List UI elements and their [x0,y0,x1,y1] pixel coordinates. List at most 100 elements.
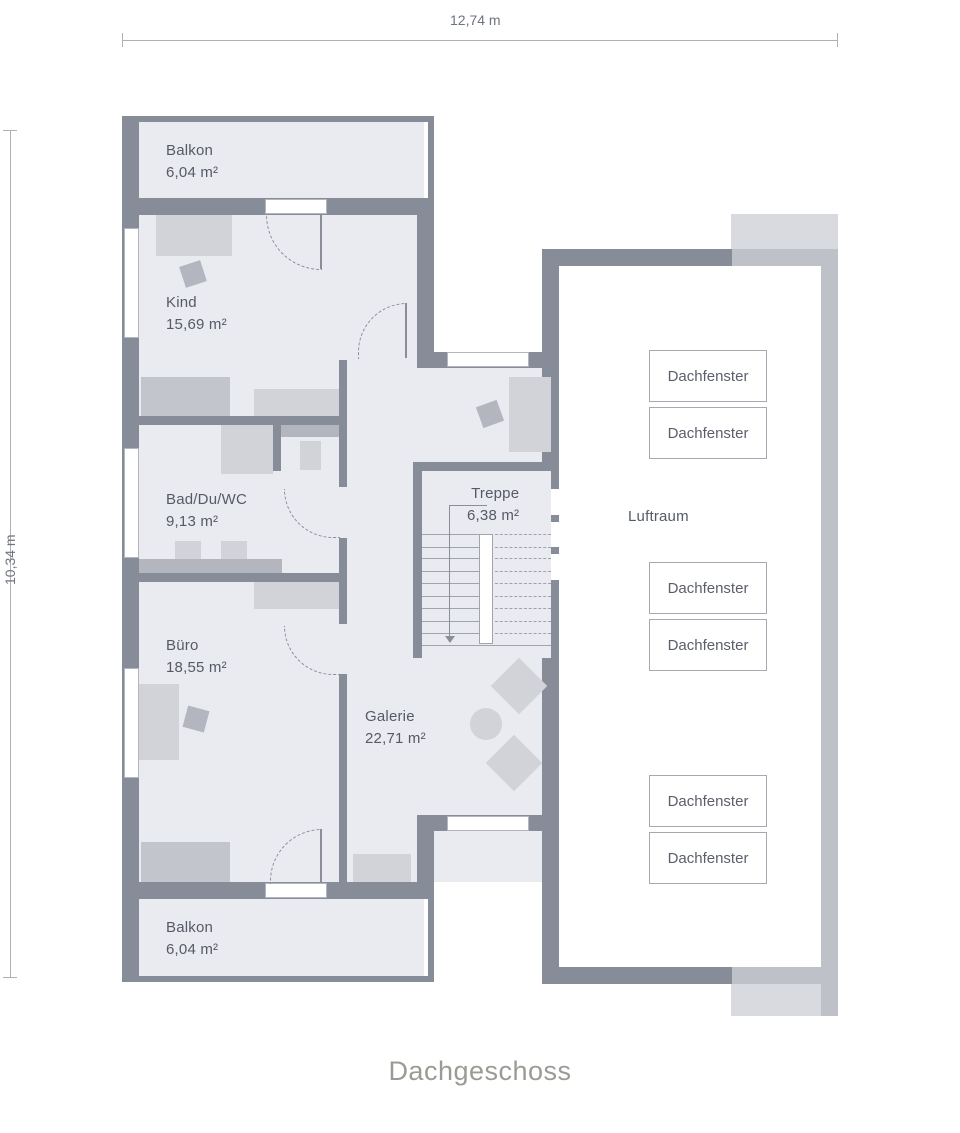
room-name: Galerie [365,708,415,725]
room-label-bad: Bad/Du/WC 9,13 m² [166,489,247,533]
roof-edge-right [821,249,838,1016]
room-label-balkon-top: Balkon 6,04 m² [166,140,218,184]
room-name: Treppe [471,485,520,502]
room-name: Balkon [166,142,214,159]
width-dimension-tick-right [837,33,838,47]
kind-bed [141,377,230,416]
stair-direction-line-h [449,505,487,506]
stair-step [422,571,479,572]
wall-right-balkon-top [428,116,434,200]
bad-shower [221,425,273,474]
roof-edge-top [731,249,838,266]
room-area: 9,13 m² [166,513,219,530]
room-label-buero: Büro 18,55 m² [166,635,227,679]
window-galerie-bottom [447,816,529,831]
stair-step [422,621,479,622]
buero-bed [141,842,230,882]
room-label-treppe: Treppe 6,38 m² [467,483,519,527]
bad-toilet [300,441,321,470]
buero-desk [139,684,179,760]
wall-balkon-bottom-base [122,976,434,982]
stair-step [422,583,479,584]
stair-step [422,645,551,646]
room-area: 22,71 m² [365,730,426,747]
room-label-kind: Kind 15,69 m² [166,292,227,336]
room-area: 6,04 m² [166,164,219,181]
skylight-4: Dachfenster [649,619,767,671]
skylight-3: Dachfenster [649,562,767,614]
stair-direction-arrow-icon [445,636,455,643]
window-buero-left [124,668,139,778]
stair-direction-line-v [449,505,450,638]
window-bad-left [124,448,139,558]
skylight-2: Dachfenster [649,407,767,459]
wall-wc-right [339,425,347,487]
bad-counter [139,559,282,573]
stair-step [422,608,479,609]
wall-luftraum-left-upper [542,249,559,489]
stair-center-rail [479,534,493,644]
stair-step-hidden [495,621,551,622]
window-kind-left [124,228,139,338]
galerie-round-table [470,708,502,740]
bad-sink-1 [175,541,201,559]
room-name: Büro [166,637,199,654]
bad-sink-2 [221,541,247,559]
kind-wardrobe [254,389,339,416]
stair-step-hidden [495,547,551,548]
wall-kind-bottom [122,416,347,425]
skylight-6: Dachfenster [649,832,767,884]
stair-step [422,534,479,535]
skylight-1: Dachfenster [649,350,767,402]
stair-step [422,633,479,634]
wall-stair-left [413,462,422,658]
window-corridor-top [447,352,529,367]
stair-step-hidden [495,608,551,609]
room-label-luftraum: Luftraum [628,506,689,528]
stair-step-hidden [495,558,551,559]
wall-galerie-lower-left [417,815,434,883]
wall-wc-divider [273,425,281,471]
width-dimension-label: 12,74 m [450,12,501,28]
wall-top-balkon [122,116,434,122]
room-area: 6,04 m² [166,941,219,958]
room-label-galerie: Galerie 22,71 m² [365,706,426,750]
wall-buero-right [339,674,347,884]
bad-toilet-tank [281,425,339,437]
kind-desk [156,215,232,256]
wall-luftraum-left-lower [542,580,559,984]
wall-kind-right [417,198,434,368]
wall-corridor-left-upper [339,360,347,440]
stair-step [422,558,479,559]
wall-stair-notch-1 [551,515,559,522]
width-dimension-tick-left [122,33,123,47]
room-area: 18,55 m² [166,659,227,676]
room-name: Luftraum [628,508,689,525]
floor-balkon-top [139,121,424,199]
stair-step-hidden [495,583,551,584]
room-label-balkon-bottom: Balkon 6,04 m² [166,917,218,961]
room-area: 6,38 m² [467,507,520,524]
room-name: Kind [166,294,197,311]
corridor-desk [509,377,551,452]
wall-stair-notch-2 [551,547,559,554]
wall-balkon-bottom-right [428,882,434,982]
stair-step-hidden [495,534,551,535]
wall-stair-top [413,462,555,471]
room-name: Bad/Du/WC [166,491,247,508]
stair-step [422,547,479,548]
stair-step-hidden [495,596,551,597]
window-kind-top [265,199,327,214]
room-area: 15,69 m² [166,316,227,333]
window-buero-bottom [265,883,327,898]
buero-wardrobe [254,582,339,609]
depth-dimension-label: 10,34 m [2,534,18,585]
roof-edge-bottom [731,967,838,984]
stair-step-hidden [495,571,551,572]
wall-luftraum-bottom [542,967,732,984]
room-name: Balkon [166,919,214,936]
depth-dimension-tick-top [3,130,17,131]
wall-luftraum-top [542,249,732,266]
wall-bad-bottom [122,573,347,582]
floor-title: Dachgeschoss [388,1056,572,1086]
